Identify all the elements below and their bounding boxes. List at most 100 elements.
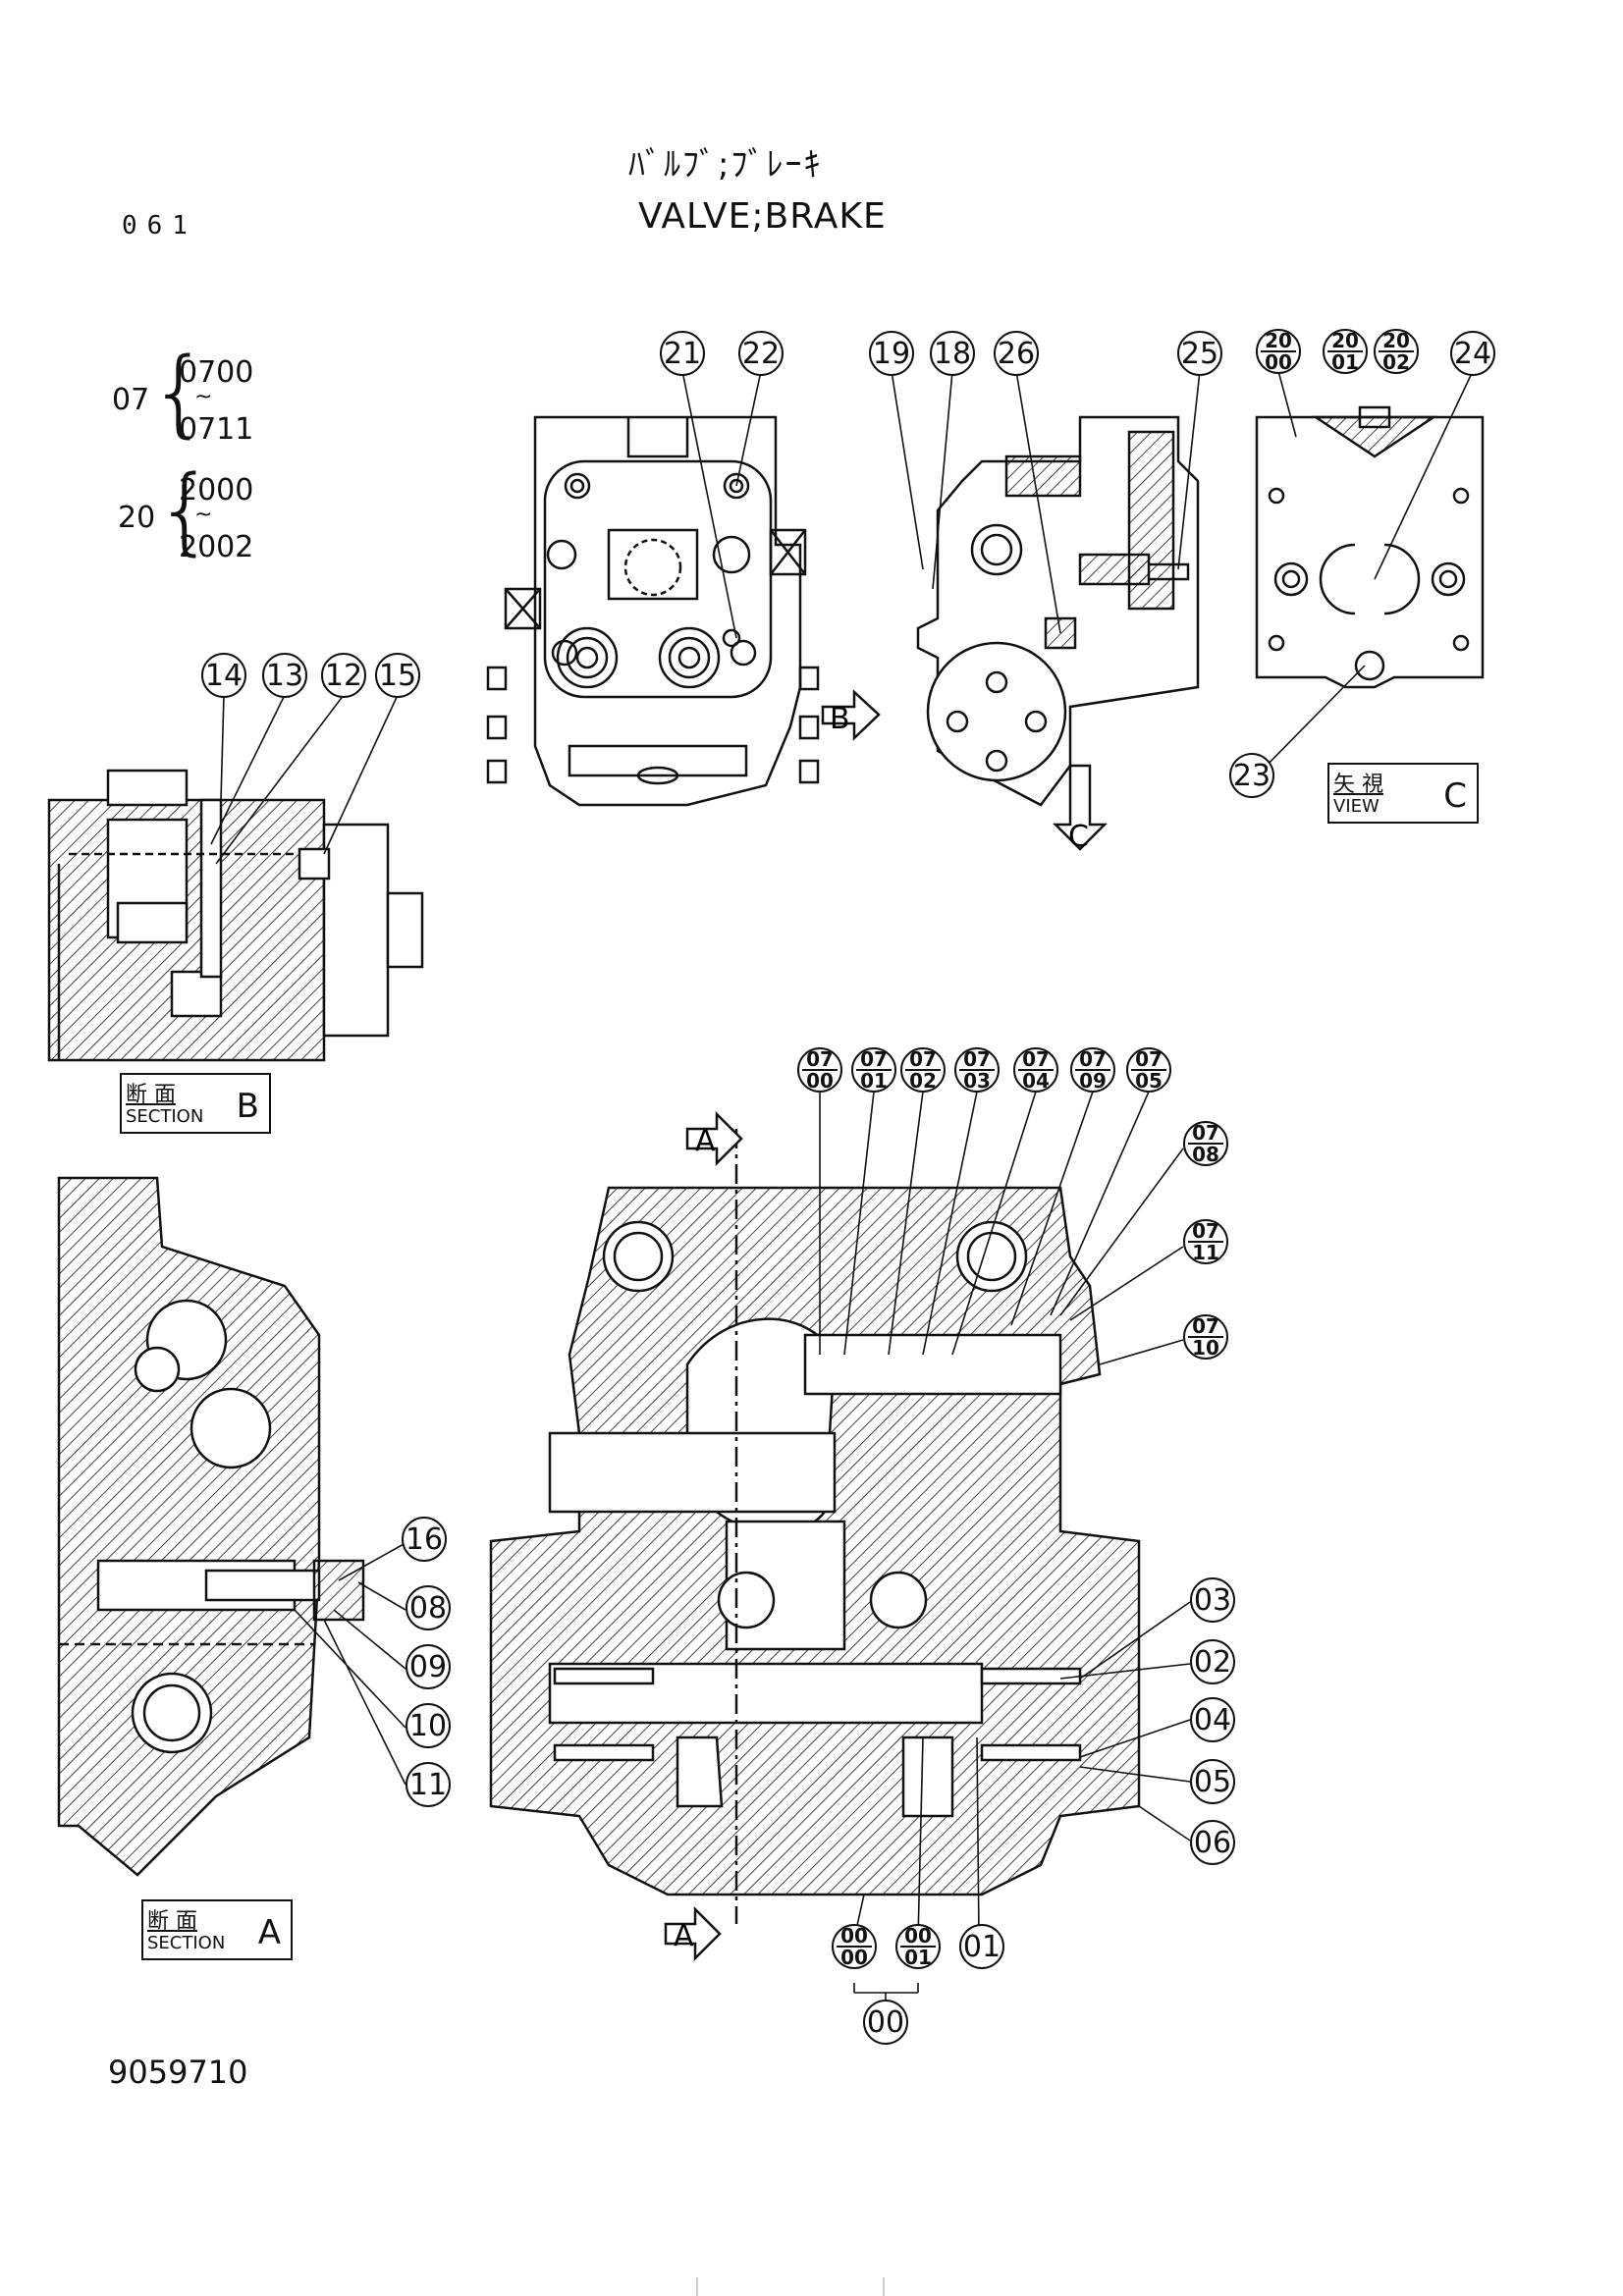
svg-text:24: 24 <box>1454 337 1491 371</box>
svg-text:07: 07 <box>860 1047 888 1071</box>
callout-18: 18 <box>930 331 975 376</box>
svg-text:12: 12 <box>325 659 362 693</box>
view-c-label: 矢 視 VIEW C <box>1327 763 1479 824</box>
svg-text:10: 10 <box>409 1709 447 1743</box>
range-lead: 07 <box>112 383 150 417</box>
range-to: 2002 <box>179 530 254 564</box>
arrow-b-letter: B <box>830 702 850 736</box>
brace: { <box>149 338 210 448</box>
page-number: 061 <box>122 211 197 240</box>
svg-text:16: 16 <box>406 1522 443 1557</box>
callout-09: 09 <box>406 1644 451 1689</box>
callout-0700: 07 00 <box>797 1047 842 1093</box>
callout-04: 04 <box>1190 1697 1235 1742</box>
range-note-07: 07 { 0700 ~ 0711 <box>110 346 267 461</box>
svg-text:05: 05 <box>1194 1765 1231 1799</box>
svg-text:01: 01 <box>860 1069 888 1093</box>
svg-text:23: 23 <box>1233 759 1271 793</box>
svg-text:25: 25 <box>1181 337 1218 371</box>
callout-08: 08 <box>406 1585 451 1630</box>
section-a-en: SECTION <box>147 1933 226 1953</box>
front-view <box>486 415 820 807</box>
callout-23: 23 <box>1229 753 1274 798</box>
callout-13: 13 <box>262 653 307 698</box>
svg-text:07: 07 <box>963 1047 991 1071</box>
svg-text:00: 00 <box>867 2005 904 2040</box>
svg-text:07: 07 <box>806 1047 834 1071</box>
view-c-jp: 矢 視 <box>1333 773 1383 797</box>
svg-text:07: 07 <box>1192 1121 1219 1145</box>
view-c-en: VIEW <box>1333 796 1380 817</box>
svg-text:20: 20 <box>1265 329 1292 352</box>
callout-0001: 00 01 <box>895 1924 941 1969</box>
svg-text:02: 02 <box>909 1069 937 1093</box>
svg-text:00: 00 <box>840 1924 868 1948</box>
svg-text:01: 01 <box>904 1946 932 1969</box>
svg-text:00: 00 <box>806 1069 834 1093</box>
callout-0703: 07 03 <box>954 1047 1000 1093</box>
callout-05: 05 <box>1190 1759 1235 1804</box>
svg-text:03: 03 <box>963 1069 991 1093</box>
callout-16: 16 <box>402 1517 447 1562</box>
svg-text:19: 19 <box>873 337 910 371</box>
callout-10: 10 <box>406 1703 451 1748</box>
callout-26: 26 <box>994 331 1039 376</box>
svg-text:07: 07 <box>909 1047 937 1071</box>
svg-text:07: 07 <box>1022 1047 1050 1071</box>
svg-text:07: 07 <box>1135 1047 1163 1071</box>
title-english: VALVE;BRAKE <box>638 196 887 237</box>
callout-00: 00 <box>863 2000 908 2045</box>
arrow-c-letter: C <box>1068 820 1089 854</box>
section-a-letter: A <box>257 1913 281 1952</box>
callout-19: 19 <box>869 331 914 376</box>
svg-text:07: 07 <box>1192 1219 1219 1243</box>
callout-14: 14 <box>201 653 246 698</box>
svg-text:08: 08 <box>1192 1143 1219 1166</box>
arrow-a-top: A <box>685 1110 743 1167</box>
callout-03: 03 <box>1190 1577 1235 1623</box>
callout-01: 01 <box>959 1924 1004 1969</box>
range-sep: ~ <box>194 503 213 527</box>
callout-22: 22 <box>738 331 784 376</box>
drawing-number: 9059710 <box>108 2054 248 2091</box>
brace: { <box>155 455 216 565</box>
callout-0000: 00 00 <box>832 1924 877 1969</box>
svg-text:09: 09 <box>409 1650 447 1684</box>
svg-text:00: 00 <box>840 1946 868 1969</box>
callout-12: 12 <box>321 653 366 698</box>
section-b-jp: 断 面 <box>126 1083 176 1107</box>
svg-text:11: 11 <box>1192 1241 1219 1264</box>
svg-text:20: 20 <box>1331 329 1359 352</box>
svg-text:11: 11 <box>409 1768 447 1802</box>
callout-0705: 07 05 <box>1126 1047 1171 1093</box>
svg-text:04: 04 <box>1194 1703 1231 1737</box>
svg-text:01: 01 <box>1331 350 1359 374</box>
callout-0711: 07 11 <box>1183 1219 1228 1264</box>
section-b-en: SECTION <box>126 1106 204 1127</box>
title-japanese: ﾊﾞﾙﾌﾞ;ﾌﾞﾚｰｷ <box>628 145 823 185</box>
range-note-20: 20 { 2000 ~ 2002 <box>110 463 267 579</box>
svg-text:15: 15 <box>379 659 416 693</box>
svg-text:06: 06 <box>1194 1826 1231 1860</box>
section-a-label: 断 面 SECTION A <box>141 1899 293 1960</box>
svg-text:07: 07 <box>1079 1047 1107 1071</box>
callout-15: 15 <box>375 653 420 698</box>
callout-06: 06 <box>1190 1820 1235 1865</box>
callout-11: 11 <box>406 1762 451 1807</box>
callout-0709: 07 09 <box>1070 1047 1115 1093</box>
arrow-a-top-letter: A <box>695 1124 716 1158</box>
view-c-plate <box>1255 405 1485 689</box>
svg-text:18: 18 <box>934 337 971 371</box>
callout-0701: 07 01 <box>851 1047 896 1093</box>
arrow-b: B <box>821 689 881 741</box>
callout-0710: 07 10 <box>1183 1314 1228 1360</box>
callout-0704: 07 04 <box>1013 1047 1058 1093</box>
callout-2000: 20 00 <box>1256 329 1301 374</box>
callout-2001: 20 01 <box>1323 329 1368 374</box>
section-a-drawing <box>57 1176 365 1877</box>
range-from: 0700 <box>179 355 254 390</box>
callout-02: 02 <box>1190 1639 1235 1684</box>
range-lead: 20 <box>118 501 156 535</box>
section-b-label: 断 面 SECTION B <box>120 1073 271 1134</box>
section-b-drawing <box>47 769 424 1062</box>
